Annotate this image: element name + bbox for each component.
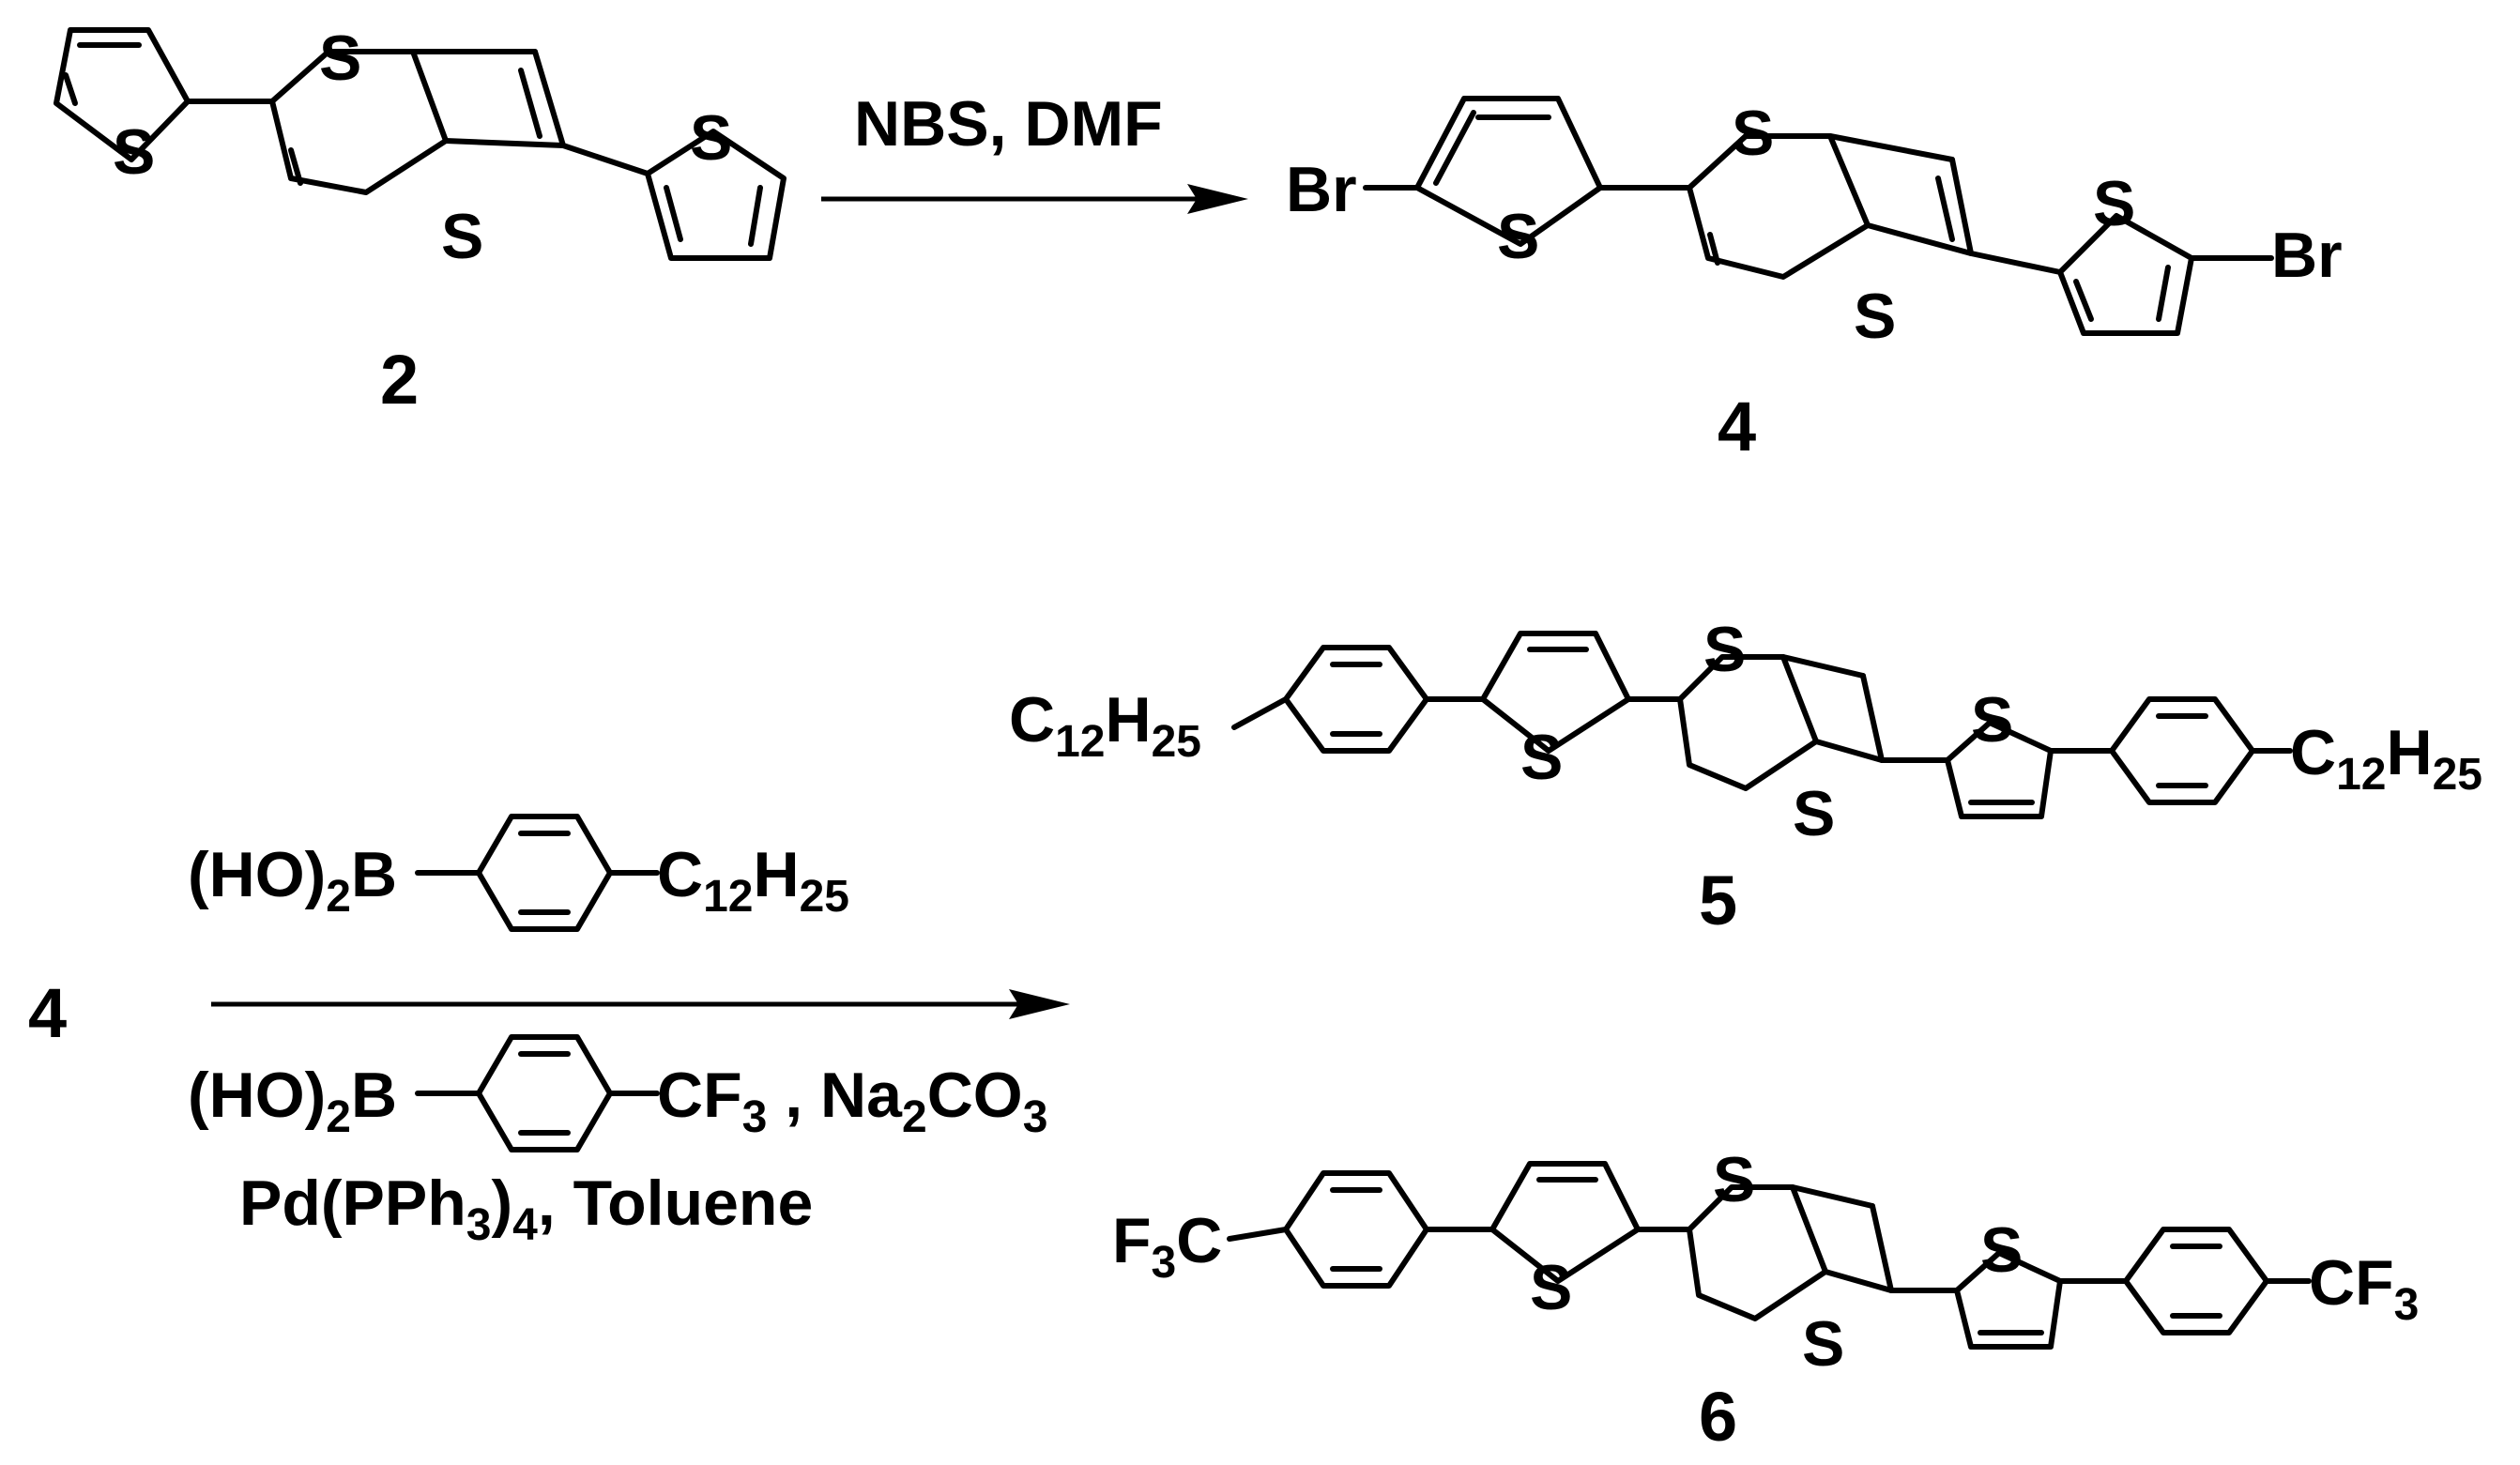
sulfur-atom: S: [2093, 168, 2135, 239]
starting-material-label-4: 4: [28, 974, 67, 1052]
thiophene-ring: [2057, 213, 2194, 336]
single-bond: [1227, 1227, 1289, 1242]
sulfur-atom: S: [319, 23, 361, 94]
double-bond: [664, 185, 683, 242]
compound-6: F3C S S S S CF3: [1112, 1144, 2419, 1380]
thiophene-ring: [53, 27, 191, 162]
single-bond: [1823, 1269, 1894, 1293]
sulfur-atom: S: [1793, 778, 1835, 849]
double-bond: [288, 147, 303, 186]
single-bond: [1231, 696, 1289, 730]
single-bond: [1790, 1184, 1875, 1209]
dodecyl-group: C12H25: [1009, 684, 1201, 767]
compound-label-2: 2: [380, 341, 419, 419]
thiophene-ring: [1414, 96, 1603, 247]
trifluoromethyl-group: F3C: [1112, 1205, 1222, 1288]
sulfur-atom: S: [441, 201, 483, 272]
single-bond: [1780, 654, 1866, 679]
sulfur-atom: S: [1980, 1214, 2023, 1286]
sulfur-atom: S: [1497, 201, 1539, 272]
thiophene-ring: [1480, 631, 1631, 754]
sulfur-atom: S: [1971, 684, 2013, 755]
bromine-atom: Br: [2271, 220, 2343, 291]
compound-5: C12H25 S S S S C12H25: [1009, 614, 2482, 849]
trifluoromethyl-group: CF3: [2309, 1247, 2419, 1330]
single-bond: [560, 143, 650, 176]
double-bond: [1433, 110, 1476, 186]
thiophene-ring: [1945, 720, 2054, 819]
sulfur-atom: S: [113, 116, 155, 188]
dodecyl-group: C12H25: [657, 839, 849, 922]
catalyst-solvent: Pd(PPh3)4, Toluene: [239, 1167, 813, 1250]
double-bond: [63, 72, 78, 106]
single-bond: [532, 49, 566, 148]
single-bond: [1860, 673, 1885, 763]
reagents-nbs-dmf: NBS, DMF: [854, 88, 1163, 160]
double-bond: [518, 68, 542, 139]
single-bond: [1870, 1203, 1894, 1293]
boronic-acid-cf3: (HO)2B: [188, 1060, 397, 1142]
single-bond: [1813, 739, 1885, 763]
thienothiophene-core: [1687, 1184, 1828, 1321]
thiophene-ring: [1954, 1250, 2063, 1350]
sulfur-atom: S: [1530, 1252, 1572, 1323]
compound-label-4: 4: [1718, 388, 1756, 465]
single-bond: [1827, 133, 1955, 162]
bromine-atom: Br: [1286, 154, 1357, 225]
single-bond: [1968, 251, 2063, 275]
compound-2: S S S S: [53, 23, 787, 272]
sulfur-atom: S: [690, 102, 732, 174]
sulfur-atom: S: [1732, 98, 1774, 169]
thienothiophene-core: [1677, 654, 1819, 791]
sulfur-atom: S: [1713, 1144, 1755, 1215]
thiophene-ring: [645, 129, 787, 261]
compound-4: Br S S S S Br: [1286, 96, 2343, 352]
sulfur-atom: S: [1520, 722, 1563, 793]
double-bond: [748, 185, 763, 247]
compound-label-5: 5: [1699, 862, 1737, 939]
double-bond: [2073, 279, 2094, 322]
cf3-and-base: CF3 , Na2CO3: [657, 1060, 1047, 1142]
sulfur-atom: S: [1802, 1308, 1844, 1380]
single-bond: [443, 138, 566, 148]
boronic-acid-dodecyl: (HO)2B: [188, 839, 397, 922]
double-bond: [1935, 175, 1955, 242]
reaction-arrow-2: [211, 989, 1070, 1019]
compound-label-6: 6: [1699, 1378, 1737, 1456]
thiophene-ring: [1489, 1161, 1641, 1284]
dodecyl-group: C12H25: [2290, 717, 2482, 800]
single-bond: [1865, 222, 1974, 256]
single-bond: [1949, 157, 1974, 256]
sulfur-atom: S: [1703, 614, 1746, 685]
double-bond: [2156, 265, 2171, 322]
reaction-arrow-1: [821, 184, 1248, 214]
double-bond: [1707, 232, 1720, 266]
sulfur-atom: S: [1854, 281, 1896, 352]
